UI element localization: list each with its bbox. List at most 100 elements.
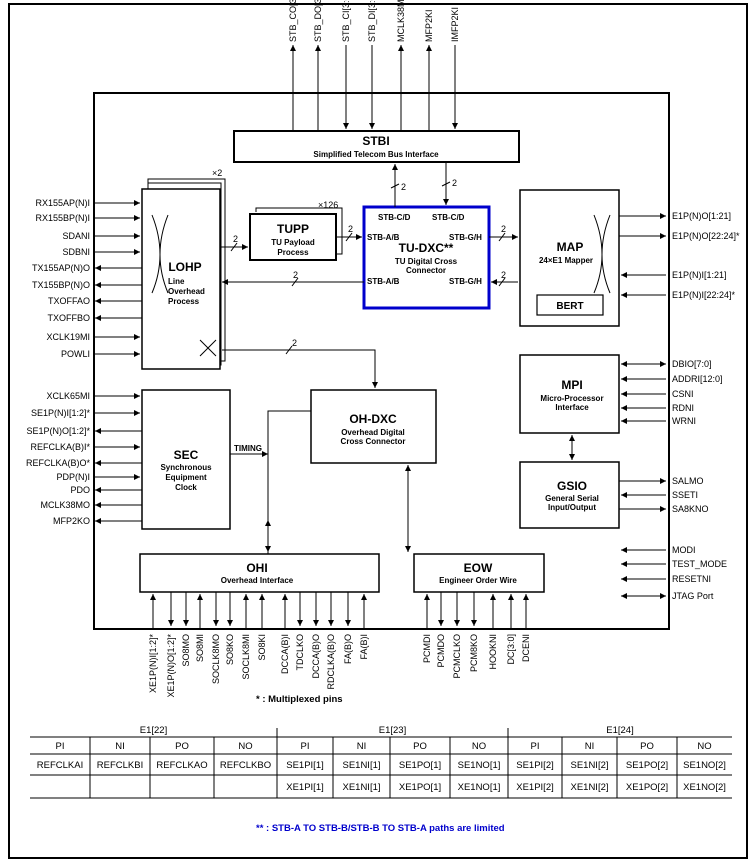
ohi-pin-label: FA(B)O — [343, 634, 353, 664]
misc-pin-label: JTAG Port — [672, 591, 714, 601]
table-group-header: E1[22] — [140, 725, 167, 736]
ohi-pin-label: TDCLKO — [295, 634, 305, 671]
port-stb-gh-top: STB-G/H — [449, 233, 482, 242]
lohp-pin-label: SDANI — [62, 231, 90, 241]
mpi-pin-label: WRNI — [672, 416, 696, 426]
timing-label: TIMING — [234, 444, 262, 453]
port-stb-ab-top: STB-A/B — [367, 233, 400, 242]
tupp-multiplier: ×126 — [318, 200, 338, 210]
multiplexed-note: * : Multiplexed pins — [256, 694, 343, 705]
map-pin-label: E1P(N)O[22:24]* — [672, 231, 740, 241]
table-column-header: NI — [585, 741, 595, 752]
ohdxc-block: OH-DXC Overhead Digital Cross Connector — [310, 389, 437, 464]
bus-width-label: 2 — [293, 270, 298, 280]
eow-pin-label: DC[3:0] — [506, 634, 516, 665]
table-cell: XE1PO[1] — [399, 782, 441, 793]
ohi-pin-label: XE1P(N)O[1:2]* — [166, 634, 176, 698]
eow-pin-label: PCMDI — [422, 634, 432, 663]
ohi-pin-label: SO8MO — [181, 634, 191, 667]
ohdxc-sub-1: Overhead Digital — [341, 428, 405, 437]
table-cell: SE1PI[2] — [516, 760, 554, 771]
tupp-block: TUPP TU Payload Process ×126 — [249, 200, 343, 261]
tupp-sub-1: TU Payload — [271, 238, 315, 247]
bus-width-marks — [230, 181, 506, 355]
gsio-pin-label: SALMO — [672, 476, 704, 486]
top-pin-label: MFP2KI — [424, 9, 434, 42]
map-block: MAP 24×E1 Mapper BERT — [519, 189, 620, 327]
table-cell: REFCLKBO — [220, 760, 271, 771]
table-cell: SE1NI[1] — [342, 760, 380, 771]
sec-sub-3: Clock — [175, 483, 197, 492]
table-column-header: PO — [175, 741, 189, 752]
lohp-pin-label: TXOFFAO — [48, 296, 90, 306]
gsio-sub-2: Input/Output — [548, 503, 596, 512]
bus-width-label: 2 — [292, 338, 297, 348]
ohi-pin-label: DCCA(B)I — [280, 634, 290, 674]
map-subtitle: 24×E1 Mapper — [539, 256, 593, 265]
lohp-block: LOHP Line Overhead Process ×2 — [141, 168, 226, 370]
bus-width-label: 2 — [401, 182, 406, 192]
tudxc-title: TU-DXC** — [399, 241, 454, 255]
ohi-pin-label: FA(B)I — [359, 634, 369, 660]
pin-mapping-table — [30, 728, 732, 799]
table-cell: REFCLKBI — [97, 760, 143, 771]
tudxc-sub-1: TU Digital Cross — [395, 257, 458, 266]
ohi-block: OHI Overhead Interface — [139, 553, 380, 593]
table-cell: XE1PI[2] — [516, 782, 554, 793]
sec-pin-label: REFCLKA(B)I* — [30, 442, 90, 452]
top-pin-label: IMFP2KI — [450, 7, 460, 42]
table-column-header: PI — [301, 741, 310, 752]
table-cell: SE1NO[1] — [458, 760, 501, 771]
table-column-header: NI — [115, 741, 125, 752]
lohp-pin-label: SDBNI — [62, 247, 90, 257]
sec-sub-1: Synchronous — [160, 463, 212, 472]
mpi-pin-label: ADDRI[12:0] — [672, 374, 723, 384]
outer-frame — [8, 3, 748, 859]
footnote: ** : STB-A TO STB-B/STB-B TO STB-A paths… — [256, 823, 505, 834]
lohp-multiplier: ×2 — [212, 168, 222, 178]
stbi-title: STBI — [362, 134, 389, 148]
table-column-header: PI — [56, 741, 65, 752]
gsio-pin-label: SA8KNO — [672, 504, 709, 514]
mpi-pin-label: CSNI — [672, 389, 694, 399]
table-cell: SE1PI[1] — [286, 760, 324, 771]
top-pin-label: STB_DO[3:0] — [313, 0, 323, 42]
lohp-pin-label: RX155BP(N)I — [35, 213, 90, 223]
table-cell: XE1NO[2] — [683, 782, 726, 793]
mpi-pin-label: RDNI — [672, 403, 694, 413]
port-stb-cd-left: STB-C/D — [378, 213, 411, 222]
sec-pin-label: PDP(N)I — [57, 472, 91, 482]
port-stb-gh-bottom: STB-G/H — [449, 277, 482, 286]
gsio-sub-1: General Serial — [545, 494, 599, 503]
gsio-title: GSIO — [557, 479, 587, 493]
ohi-pin-label: DCCA(B)O — [311, 634, 321, 679]
lohp-pin-label: TXOFFBO — [48, 313, 91, 323]
eow-pin-label: PCM8KO — [469, 634, 479, 672]
gsio-block: GSIO General Serial Input/Output — [519, 461, 620, 529]
misc-pin-label: TEST_MODE — [672, 559, 727, 569]
sec-sub-2: Equipment — [165, 473, 207, 482]
tupp-title: TUPP — [277, 222, 309, 236]
eow-subtitle: Engineer Order Wire — [439, 576, 517, 585]
mpi-pin-label: DBIO[7:0] — [672, 359, 712, 369]
ohi-title: OHI — [246, 561, 267, 575]
bus-width-label: 2 — [233, 234, 238, 244]
ohdxc-title: OH-DXC — [349, 412, 397, 426]
mpi-title: MPI — [561, 378, 582, 392]
bus-width-label: 2 — [348, 224, 353, 234]
ohi-pin-label: SOCLK8MO — [211, 634, 221, 684]
bus-width-label: 2 — [501, 224, 506, 234]
sec-pin-label: MFP2KO — [53, 516, 90, 526]
lohp-sub-2: Overhead — [168, 287, 205, 296]
eow-pin-label: HOOKNI — [488, 634, 498, 670]
ohi-pin-label: SO8KI — [257, 634, 267, 661]
stbi-subtitle: Simplified Telecom Bus Interface — [313, 150, 439, 159]
bert-block — [536, 294, 604, 316]
ohi-pin-label: SO8MI — [195, 634, 205, 662]
table-cell: SE1PO[1] — [399, 760, 441, 771]
table-cell: REFCLKAI — [37, 760, 83, 771]
sec-pin-label: SE1P(N)I[1:2]* — [31, 408, 91, 418]
sec-pin-label: PDO — [70, 485, 90, 495]
sec-pin-label: SE1P(N)O[1:2]* — [26, 426, 90, 436]
